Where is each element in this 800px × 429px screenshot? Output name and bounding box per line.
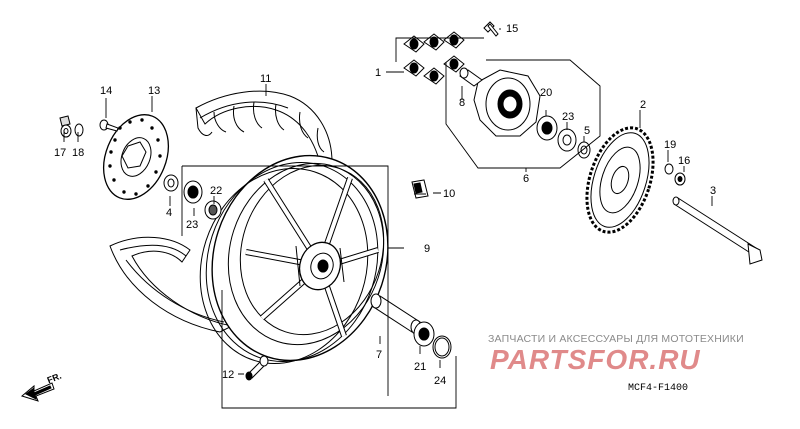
rear-axle [672, 196, 763, 265]
callout-8: 8 [459, 97, 465, 109]
sprocket-nuts [664, 163, 686, 186]
assembly-brackets [63, 28, 713, 409]
tire-valve [245, 355, 269, 381]
axle-collar [370, 293, 452, 359]
callout-23b: 23 [562, 111, 574, 123]
disc-bolt [59, 115, 119, 138]
callout-6: 6 [523, 173, 529, 185]
tire-lower-part [109, 236, 234, 333]
front-direction-arrow [20, 382, 55, 402]
callout-22: 22 [210, 185, 222, 197]
driven-sprocket [585, 126, 655, 234]
wheel-dampers [403, 31, 465, 85]
callout-labels: 1 2 3 4 5 6 7 8 9 10 11 12 13 14 15 16 1… [54, 23, 716, 387]
diagram-code: MCF4-F1400 [628, 383, 689, 394]
callout-11: 11 [260, 73, 271, 85]
callout-4: 4 [166, 207, 172, 219]
hub-bearings [163, 174, 222, 220]
callout-18: 18 [72, 147, 84, 159]
callout-3: 3 [710, 185, 716, 197]
callout-5: 5 [584, 125, 590, 137]
watermark-logo: PARTSFOR.RU [490, 344, 701, 375]
callout-20: 20 [540, 87, 552, 99]
callout-7: 7 [376, 349, 382, 361]
brake-disc [103, 114, 169, 200]
callout-16: 16 [678, 155, 690, 167]
callout-12: 12 [222, 369, 234, 381]
wheel-rim [199, 154, 389, 365]
callout-9: 9 [424, 243, 430, 255]
callout-1: 1 [375, 67, 381, 79]
flange-bearing [536, 115, 591, 159]
callout-14: 14 [100, 85, 112, 97]
callout-24: 24 [434, 375, 446, 387]
callout-13: 13 [148, 85, 160, 97]
balance-weight [411, 179, 429, 199]
callout-2: 2 [640, 99, 646, 111]
callout-10: 10 [443, 188, 455, 200]
callout-23a: 23 [186, 219, 198, 231]
callout-19: 19 [664, 139, 676, 151]
callout-21: 21 [414, 361, 426, 373]
callout-15: 15 [506, 23, 518, 35]
driven-flange [473, 69, 541, 137]
watermark-tagline: ЗАПЧАСТИ И АКСЕССУАРЫ ДЛЯ МОТОТЕХНИКИ [488, 333, 744, 345]
flange-collar [459, 21, 499, 87]
callout-17: 17 [54, 147, 66, 159]
